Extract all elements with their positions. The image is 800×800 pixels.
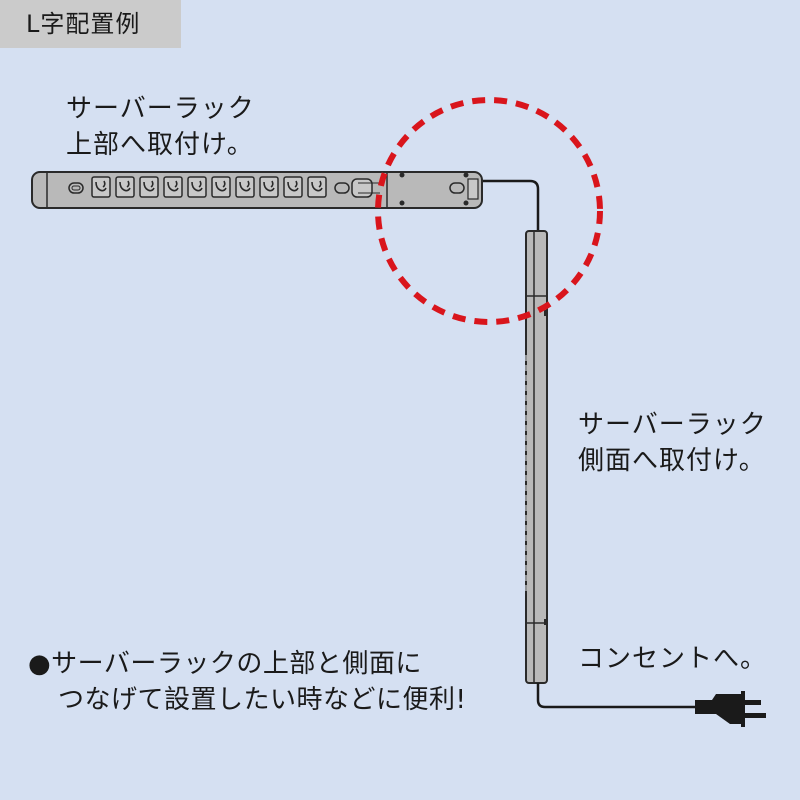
outlet-icons <box>91 176 327 198</box>
outlet-label-text: コンセントへ。 <box>578 644 768 674</box>
top-mount-line1: サーバーラック <box>66 94 255 124</box>
corner-highlight-circle <box>375 97 603 325</box>
horizontal-power-strip <box>31 171 483 209</box>
side-mount-line2: 側面へ取付け。 <box>578 446 766 476</box>
layout-example-tag: L字配置例 <box>0 0 181 48</box>
note-line1: ●サーバーラックの上部と側面に <box>28 649 422 679</box>
connecting-cable <box>482 179 540 232</box>
note-line2: つなげて設置したい時などに便利! <box>58 685 467 715</box>
power-plug-icon <box>695 691 766 727</box>
oval-indicator-icon <box>68 182 84 194</box>
side-mount-line1: サーバーラック <box>578 410 767 440</box>
inlet-connector-icon <box>351 178 373 198</box>
top-mount-label: サーバーラック 上部へ取付け。 <box>66 91 255 163</box>
oval-indicator-icon <box>334 182 350 194</box>
vertical-power-strip <box>525 230 548 684</box>
feature-note: ●サーバーラックの上部と側面に つなげて設置したい時などに便利! <box>28 646 466 718</box>
outlet-label: コンセントへ。 <box>578 641 767 677</box>
power-cord <box>536 683 700 709</box>
top-mount-line2: 上部へ取付け。 <box>66 130 254 160</box>
tag-label: L字配置例 <box>26 10 141 38</box>
side-mount-label: サーバーラック 側面へ取付け。 <box>578 407 767 479</box>
